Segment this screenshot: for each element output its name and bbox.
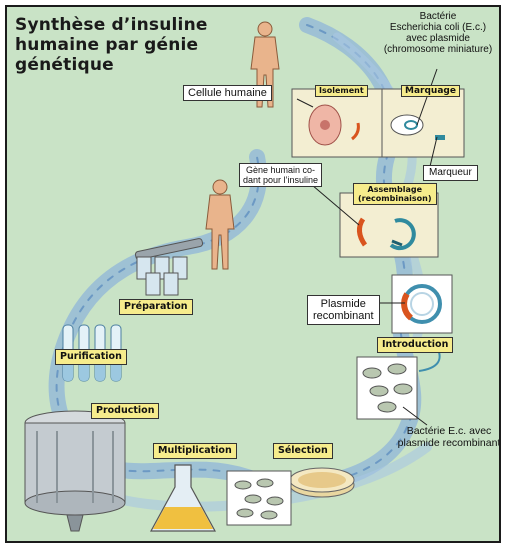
fermenter-tank [25, 411, 125, 531]
step-multiplication: Multiplication [153, 443, 237, 459]
isolement-panel [292, 89, 382, 157]
multiplication-panel [227, 471, 291, 525]
step-isolement: Isolement [315, 85, 368, 97]
step-selection: Sélection [273, 443, 333, 459]
step-marquage: Marquage [401, 85, 460, 97]
step-assemblage: Assemblage (recombinaison) [353, 183, 437, 205]
diagram-panel: Synthèse d’insuline humaine par génie gé… [5, 5, 501, 543]
label-gene-humain: Gène humain co- dant pour l’insuline [239, 163, 322, 187]
title-line-2: humaine par génie [15, 35, 255, 55]
label-bacterie-ec-recombinant: Bactérie E.c. avec plasmide recombinant [393, 425, 501, 449]
marquage-panel [382, 89, 464, 157]
label-plasmide-recombinant: Plasmide recombinant [307, 295, 380, 325]
step-preparation: Préparation [119, 299, 193, 315]
introduction-panel [357, 347, 440, 419]
vials-and-syringe [135, 238, 203, 295]
title-line-1: Synthèse d’insuline [15, 15, 255, 35]
label-bacterie-ecoli: Bactérie Escherichia coli (E.c.) avec pl… [373, 11, 501, 55]
step-purification: Purification [55, 349, 127, 365]
step-introduction: Introduction [377, 337, 453, 353]
step-production: Production [91, 403, 159, 419]
human-figure-middle [206, 180, 234, 269]
title-line-3: génétique [15, 55, 255, 75]
label-marqueur: Marqueur [423, 165, 478, 181]
label-cellule-humaine: Cellule humaine [183, 85, 272, 101]
diagram-title: Synthèse d’insuline humaine par génie gé… [15, 15, 255, 75]
petri-dish [290, 468, 354, 497]
plasmid-panel [392, 275, 452, 333]
